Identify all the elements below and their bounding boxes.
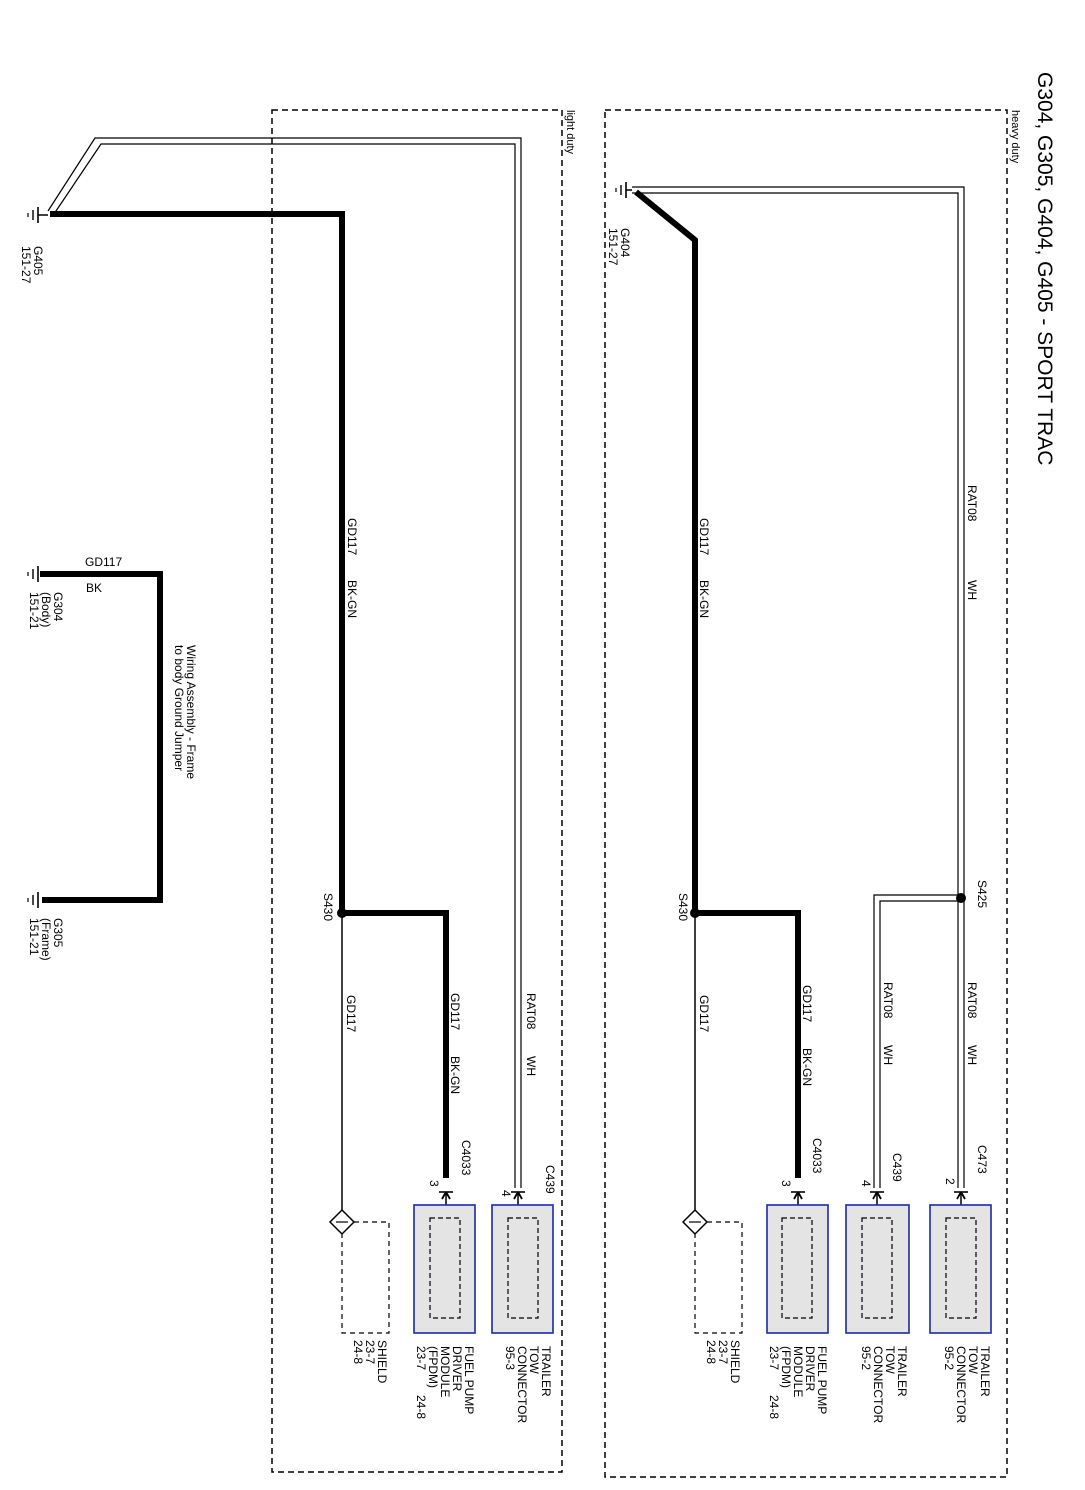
comp-tow-light-line2: TOW — [527, 1346, 541, 1374]
wire-gd117-heavy-color: BK-GN — [697, 580, 711, 618]
wire-rat08-branch-b-label: RAT08 — [965, 982, 979, 1019]
ground-g305-icon — [27, 891, 39, 909]
shield-light-ref2: 24-8 — [351, 1340, 365, 1364]
wire-rat08-heavy — [632, 186, 965, 1188]
comp-tow-a-line2: TOW — [883, 1346, 897, 1374]
wire-gd117-light — [50, 211, 449, 1178]
comp-fpdm-heavy-line4: (FPDM) — [779, 1346, 793, 1388]
shield-light-ref1: 23-7 — [363, 1340, 377, 1364]
ground-g404-id: G404 — [618, 228, 632, 258]
comp-fpdm-heavy-ref1: 23-7 — [767, 1346, 781, 1370]
connector-c4033-heavy-id: C4033 — [810, 1138, 824, 1174]
wire-gd117-light-color: BK-GN — [345, 580, 359, 618]
comp-fpdm-heavy-line3: MODULE — [791, 1346, 805, 1397]
component-trailer-tow-c473 — [929, 1204, 992, 1334]
wire-gd117-branch-light-label: GD117 — [448, 993, 462, 1030]
wire-gd117-heavy — [634, 189, 801, 1178]
wire-rat08-light-label: RAT08 — [524, 993, 538, 1030]
wire-rat08-branch-a-color: WH — [881, 1045, 895, 1065]
ground-g304-id: G304 — [51, 592, 65, 622]
comp-tow-light-line4: 95-3 — [503, 1346, 517, 1370]
wire-rat08-light — [47, 137, 522, 1188]
connector-c439-heavy-id: C439 — [890, 1153, 904, 1182]
wire-gd117-light-label: GD117 — [345, 518, 359, 555]
shield-heavy-ref1: 23-7 — [716, 1340, 730, 1364]
comp-tow-light-line1: TRAILER — [539, 1346, 553, 1397]
jumper-wire-circuit: GD117 — [85, 555, 122, 569]
heavy-duty-section: heavy duty G404 151-27 RAT08 WH RAT08 WH… — [604, 109, 1021, 1478]
connector-c473-pin: 2 — [943, 1178, 957, 1185]
ground-g304-icon — [27, 565, 39, 583]
comp-tow-b-line1: TRAILER — [978, 1346, 992, 1397]
wire-gd117-heavy-label: GD117 — [697, 518, 711, 555]
connector-c439-light-id: C439 — [543, 1165, 557, 1194]
comp-tow-a-line4: 95-2 — [859, 1346, 873, 1370]
comp-tow-a-line1: TRAILER — [895, 1346, 909, 1397]
ground-g405-icon — [27, 206, 39, 224]
comp-tow-light-line3: CONNECTOR — [515, 1346, 529, 1423]
ground-g305-id: G305 — [51, 918, 65, 948]
component-fpdm-heavy — [766, 1204, 829, 1334]
splice-s425 — [956, 893, 966, 903]
comp-tow-b-line2: TOW — [966, 1346, 980, 1374]
connector-c473-id: C473 — [975, 1145, 989, 1174]
comp-fpdm-light-line2: DRIVER — [450, 1346, 464, 1392]
jumper-caption-line1: Wiring Assembly - Frame — [184, 645, 198, 779]
wire-rat08-branch-b-color: WH — [965, 1045, 979, 1065]
light-duty-label: light duty — [564, 110, 576, 155]
component-fpdm-light — [413, 1204, 476, 1334]
wire-rat08-light-color: WH — [524, 1056, 538, 1076]
ground-g305-ref: 151-21 — [27, 918, 41, 956]
component-trailer-tow-c439-light — [491, 1204, 554, 1334]
splice-s425-label: S425 — [975, 880, 989, 908]
comp-fpdm-light-ref2: 24-8 — [414, 1395, 428, 1419]
comp-fpdm-light-line4: (FPDM) — [426, 1346, 440, 1388]
wire-gd117-branch-heavy-color: BK-GN — [800, 1048, 814, 1086]
diagram-title: G304, G305, G404, G405 - SPORT TRAC — [1033, 72, 1056, 465]
component-trailer-tow-c439-heavy — [845, 1204, 910, 1334]
wire-rat08-heavy-color: WH — [965, 580, 979, 600]
ground-g304-loc: (Body) — [39, 592, 53, 627]
heavy-duty-label: heavy duty — [1009, 110, 1021, 164]
comp-fpdm-heavy-ref2: 24-8 — [767, 1395, 781, 1419]
connector-c439-light-pin: 4 — [499, 1190, 513, 1197]
wire-rat08-heavy-label: RAT08 — [965, 485, 979, 522]
comp-tow-b-line4: 95-2 — [942, 1346, 956, 1370]
comp-tow-a-line3: CONNECTOR — [871, 1346, 885, 1423]
ground-g405-ref: 151-27 — [19, 246, 33, 284]
wire-gd117-shield-heavy-label: GD117 — [697, 995, 711, 1032]
comp-tow-b-line3: CONNECTOR — [954, 1346, 968, 1423]
jumper-wire-color: BK — [86, 581, 102, 595]
light-duty-section: light duty G405 151-27 RAT08 WH GD117 BK… — [19, 109, 576, 1473]
shield-heavy-name: SHIELD — [728, 1340, 742, 1384]
shield-light-name: SHIELD — [375, 1340, 389, 1384]
wire-gd117-branch-heavy-label: GD117 — [800, 985, 814, 1022]
jumper-caption-line2: to body Ground Jumper — [172, 645, 186, 771]
ground-g404-ref: 151-27 — [606, 228, 620, 266]
comp-fpdm-light-ref1: 23-7 — [414, 1346, 428, 1370]
connector-c4033-light-id: C4033 — [459, 1140, 473, 1176]
splice-s430-heavy-label: S430 — [676, 893, 690, 921]
shield-heavy-ref2: 24-8 — [704, 1340, 718, 1364]
light-duty-frame — [271, 109, 563, 1473]
heavy-duty-frame — [604, 109, 1008, 1478]
wire-gd117-shield-light-label: GD117 — [344, 995, 358, 1032]
ground-g305-loc: (Frame) — [39, 918, 53, 961]
ground-g404-icon — [615, 181, 627, 199]
connector-c4033-light-pin: 3 — [427, 1180, 441, 1187]
comp-fpdm-heavy-line2: DRIVER — [803, 1346, 817, 1392]
wire-rat08-branch-a-label: RAT08 — [881, 982, 895, 1019]
connector-c439-heavy-pin: 4 — [859, 1180, 873, 1187]
comp-fpdm-heavy-line1: FUEL PUMP — [815, 1346, 829, 1414]
comp-fpdm-light-line3: MODULE — [438, 1346, 452, 1397]
comp-fpdm-light-line1: FUEL PUMP — [462, 1346, 476, 1414]
ground-jumper-section: GD117 BK G304 (Body) 151-21 G305 (Frame)… — [27, 555, 198, 961]
ground-g304-ref: 151-21 — [27, 592, 41, 630]
splice-s430-light-label: S430 — [321, 893, 335, 921]
wire-gd117-branch-light-color: BK-GN — [448, 1056, 462, 1094]
connector-c4033-heavy-pin: 3 — [779, 1180, 793, 1187]
ground-g405-id: G405 — [31, 246, 45, 276]
